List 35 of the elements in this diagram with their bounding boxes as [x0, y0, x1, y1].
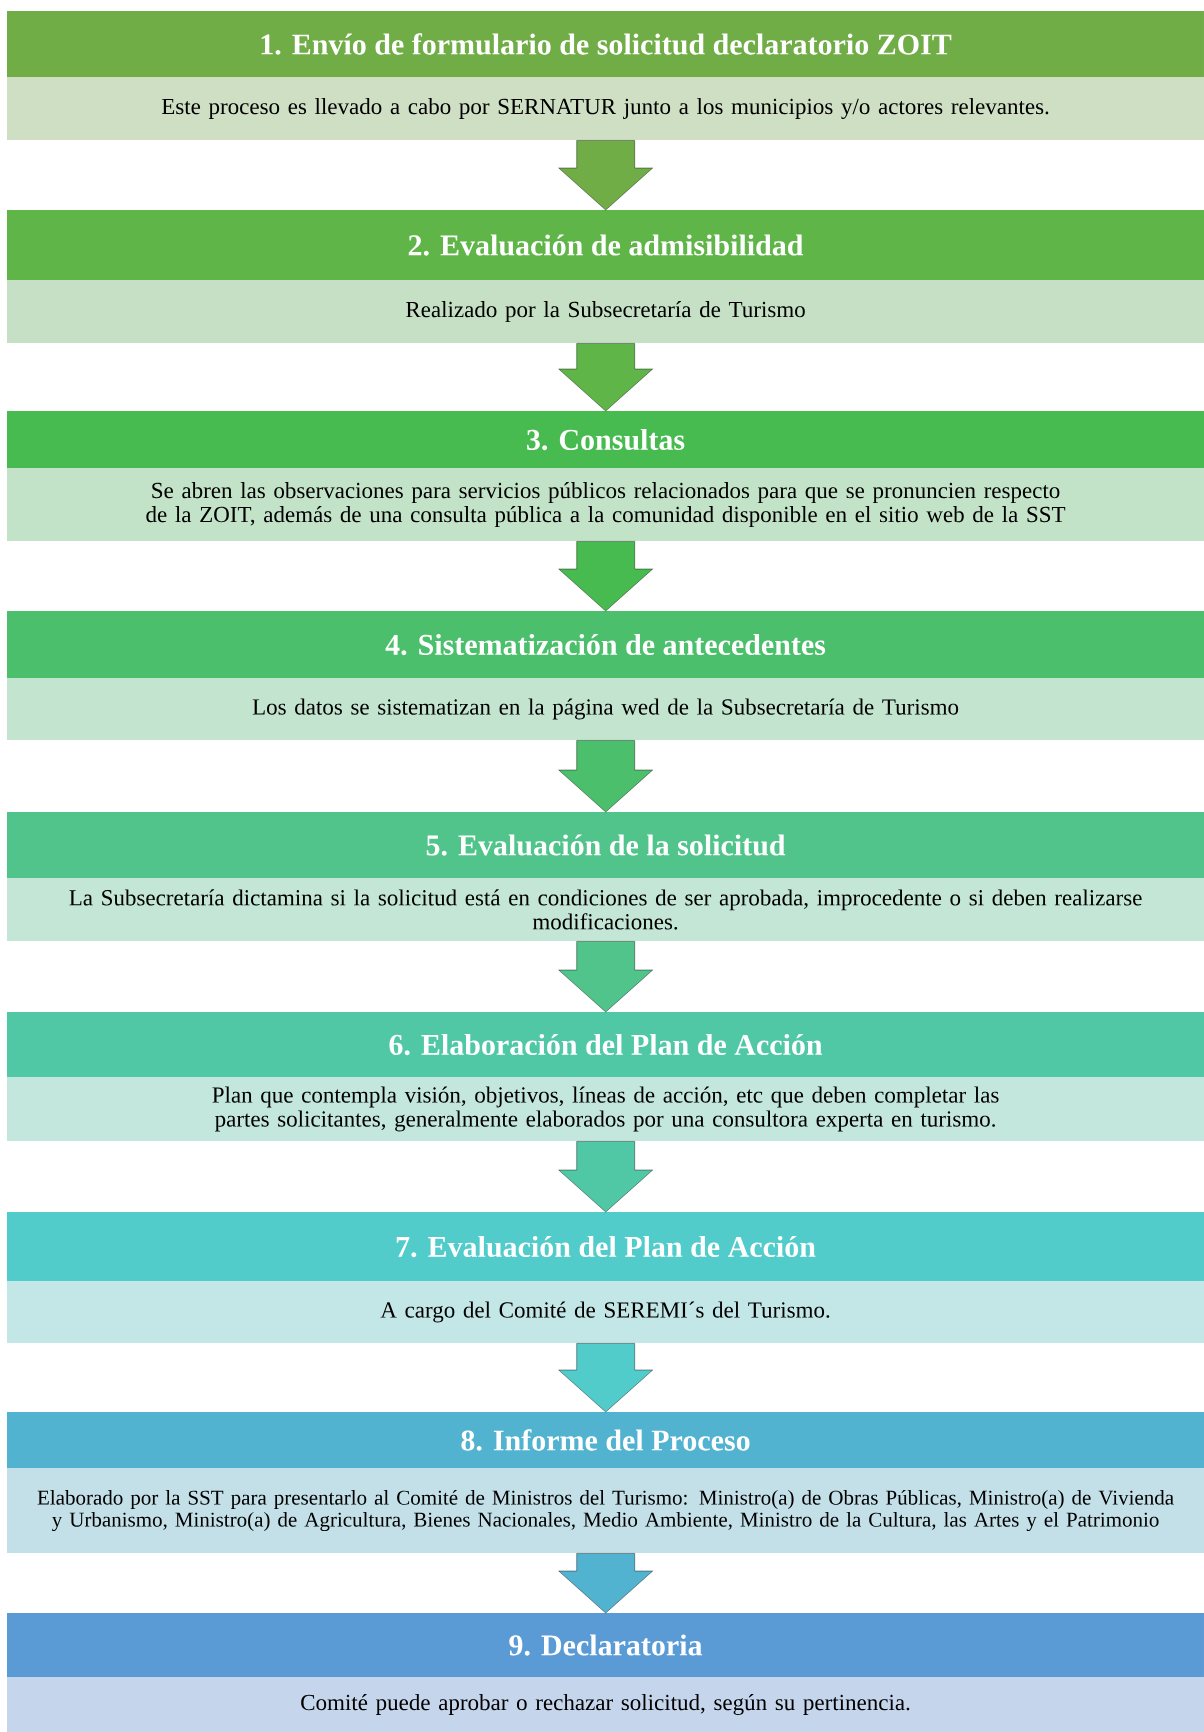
step-description: Comité puede aprobar o rechazar solicitud, según su pertinencia.	[301, 1694, 910, 1715]
step-title: 9. Declaratoria	[509, 1634, 703, 1656]
step-box	[7, 1212, 1204, 1343]
step-description: Los datos se sistematizan en la página wed de la Subsecretaría de Turismo	[252, 698, 959, 720]
step-description: Plan que contempla visión, objetivos, líneas de acción, etc que deben completar las partes solicitantes, generalmente elaborados por una consultora experta en turismo.	[212, 1086, 999, 1132]
arrow	[558, 1141, 653, 1213]
step-description: Se abren las observaciones para servicios públicos relacionados para que se pronuncien respecto de la ZOIT, además de una consulta pública a la comunidad disponible en el sitio web de la SST	[146, 482, 1066, 527]
step-box	[7, 1012, 1204, 1141]
step-description: La Subsecretaría dictamina si la solicitud está en condiciones de ser aprobada, improcedente o si deben realizarse modificaciones.	[69, 889, 1142, 930]
step-description: Este proceso es llevado a cabo por SERNATUR junto a los municipios y/o actores relevantes.	[161, 98, 1049, 119]
arrow	[558, 1343, 653, 1413]
step-title: 1. Envío de formulario de solicitud declaratorio ZOIT	[261, 33, 952, 55]
step-title: 4. Sistematización de antecedentes	[385, 633, 826, 656]
arrow	[558, 740, 653, 813]
step-box	[7, 411, 1204, 541]
step-title: 7. Evaluación del Plan de Acción	[396, 1235, 816, 1258]
step-title: 6. Elaboración del Plan de Acción	[389, 1033, 823, 1056]
arrow	[558, 140, 653, 211]
arrow	[558, 541, 653, 612]
arrow	[558, 1553, 653, 1614]
arrow	[558, 343, 653, 412]
step-box	[7, 1412, 1204, 1553]
step-box	[7, 210, 1204, 343]
step-title: 8. Informe del Proceso	[461, 1429, 750, 1451]
step-description: A cargo del Comité de SEREMI´s del Turismo.	[380, 1301, 830, 1323]
step-box	[7, 812, 1204, 941]
arrow	[558, 941, 653, 1013]
step-description: Elaborado por la SST para presentarlo al Comité de Ministros del Turismo: Ministro(a) de Obras Públicas, Ministro(a) de Vivienda y Urbanismo, Ministro(a) de Agricultura, Bienes Nacionales, Medio Ambiente, Ministro de la Cultura, las Artes y el Patrimonio	[37, 1489, 1174, 1532]
step-title: 5. Evaluación de la solicitud	[426, 834, 786, 856]
step-box	[7, 11, 1204, 140]
step-title: 3. Consultas	[527, 428, 685, 451]
step-title: 2. Evaluación de admisibilidad	[408, 234, 804, 256]
step-box	[7, 611, 1204, 740]
step-box	[7, 1613, 1204, 1732]
step-description: Realizado por la Subsecretaría de Turismo	[406, 301, 805, 322]
